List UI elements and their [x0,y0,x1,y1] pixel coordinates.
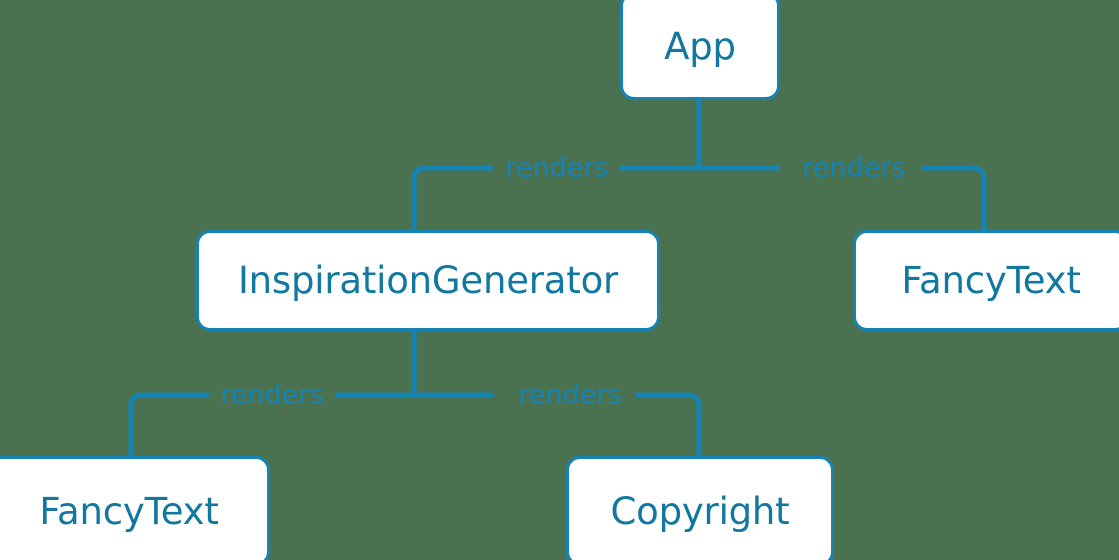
node-copyright[interactable]: Copyright [566,456,834,560]
node-app[interactable]: App [620,0,780,100]
node-fancytext-bottom-label: FancyText [39,489,219,533]
edge-app-to-inspirationgenerator-right [411,165,493,231]
node-app-label: App [664,24,736,68]
edge-label-ig-to-fancytext: renders [220,379,324,411]
edge-ig-to-copyright-b [636,392,702,458]
node-copyright-label: Copyright [610,489,790,533]
node-fancytext-right-label: FancyText [901,259,1081,302]
edge-ig-to-fancytext-bottom-b [128,392,209,458]
edge-label-ig-to-copyright: renders [518,379,622,411]
node-inspiration-generator[interactable]: InspirationGenerator [196,230,660,331]
node-inspiration-generator-label: InspirationGenerator [237,259,619,302]
edge-label-app-to-fancytext: renders [802,152,906,184]
node-fancytext-right[interactable]: FancyText [853,230,1119,331]
node-fancytext-bottom[interactable]: FancyText [0,456,270,560]
edge-label-app-to-inspirationgenerator: renders [505,152,609,184]
edge-app-to-fancytext-right-b [921,165,987,231]
